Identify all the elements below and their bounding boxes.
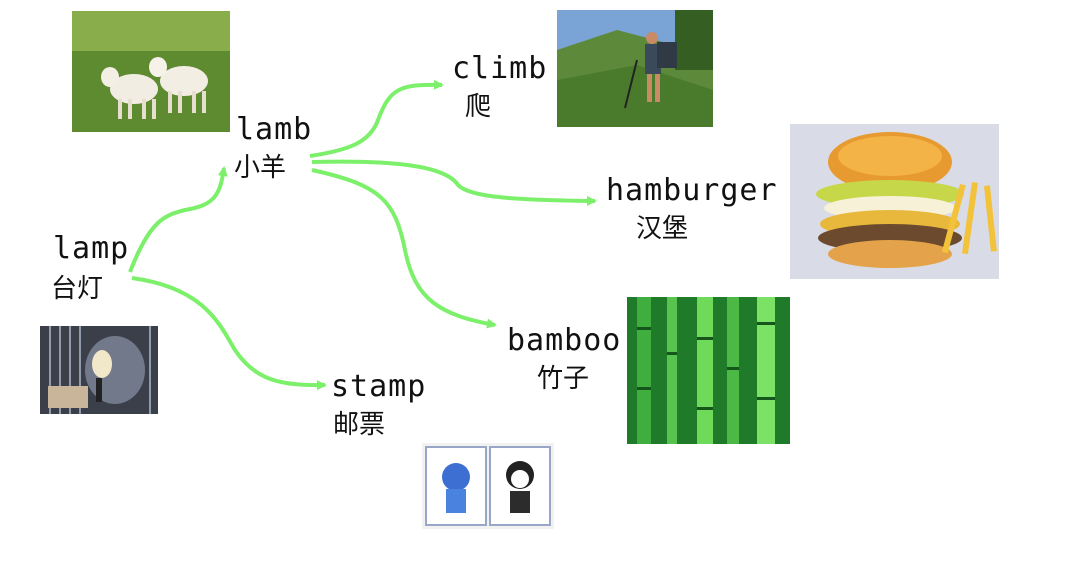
arrow-lamb-to-climb <box>309 79 444 158</box>
word-stamp-chinese: 邮票 <box>333 410 386 440</box>
word-hamburger-chinese: 汉堡 <box>636 214 689 244</box>
lamp-photo <box>40 326 158 414</box>
word-lamp-chinese: 台灯 <box>51 274 104 304</box>
word-climb: climb <box>452 51 548 86</box>
bamboo-photo <box>627 297 790 444</box>
word-bamboo-chinese: 竹子 <box>537 364 590 394</box>
stamp-photo <box>422 443 554 529</box>
word-lamb: lamb <box>236 112 313 147</box>
hiker-photo <box>557 10 713 127</box>
arrow-lamb-to-hamburger <box>311 159 597 206</box>
word-lamb-chinese: 小羊 <box>234 153 287 183</box>
arrow-lamp-to-lamb <box>128 166 228 273</box>
hamburger-photo <box>790 124 999 279</box>
arrow-lamp-to-stamp <box>131 276 327 391</box>
word-stamp: stamp <box>331 369 427 404</box>
word-bamboo: bamboo <box>507 323 622 358</box>
word-climb-chinese: 爬 <box>465 92 492 122</box>
word-lamp: lamp <box>53 231 130 266</box>
lamb-photo <box>72 11 230 132</box>
arrow-lamb-to-bamboo <box>311 168 497 329</box>
word-hamburger: hamburger <box>606 173 778 208</box>
